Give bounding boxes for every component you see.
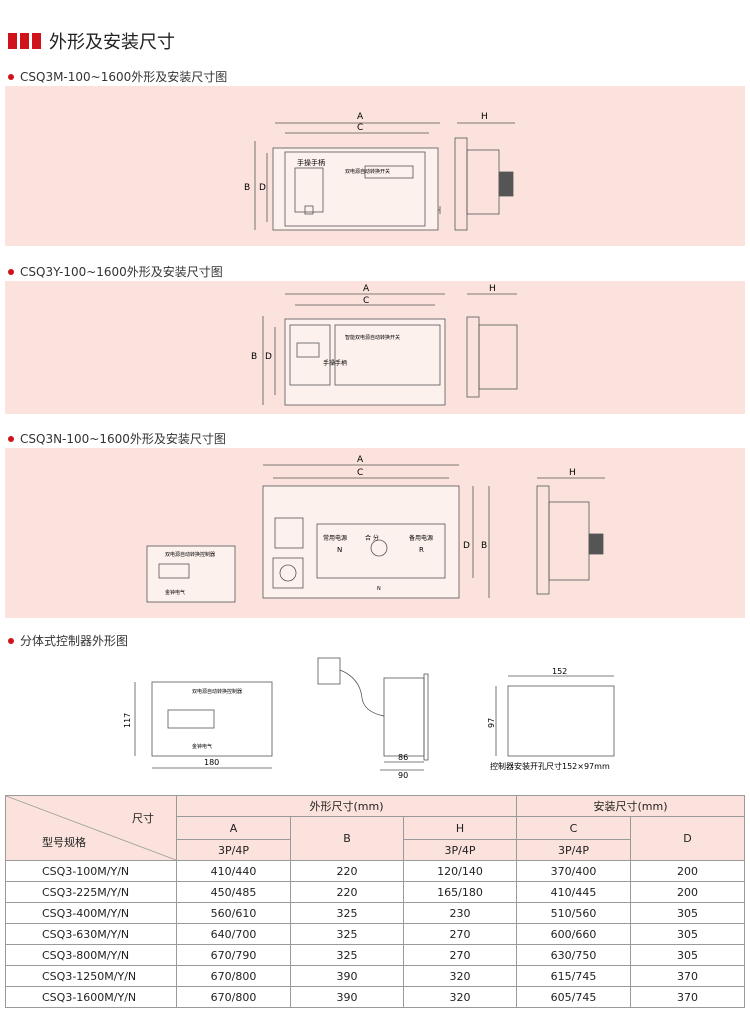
dim-117-label: 117 (123, 713, 132, 728)
dim-a-label: A (363, 284, 370, 294)
diagram-panel-csq3y: A C B D H 智能双电源自动转换开关 手操手柄 (5, 281, 745, 414)
dim-a-label: A (357, 455, 364, 465)
spec-table: 尺寸 型号规格 外形尺寸(mm) 安装尺寸(mm) A B H C D 3P/4… (5, 795, 745, 1008)
diagram-panel-csq3n: A C D B H 常用电源 备用电源 N R 合 分 双电源自动转换控制器 金… (5, 448, 745, 618)
handle-label: 手操手柄 (297, 158, 325, 167)
diagram-csq3y: A C B D H 智能双电源自动转换开关 手操手柄 (251, 284, 518, 406)
header-c: C (516, 816, 631, 840)
diagram-csq3m: A C B D H 手操手柄 双电源自动转换开关 (244, 112, 515, 231)
handle-label: 手操手柄 (323, 359, 347, 367)
brand-label: 金钟电气 (165, 589, 185, 596)
dim-h-label: H (481, 112, 488, 122)
header-outline: 外形尺寸(mm) (176, 795, 517, 817)
bullet-icon (8, 637, 14, 644)
header-a-sub: 3P/4P (176, 839, 291, 861)
controller-title-label: 双电源自动转换控制器 (165, 551, 215, 558)
diagram-panel-csq3m: A C B D H 手操手柄 双电源自动转换开关 (5, 86, 745, 246)
diagram-controller: 双电源自动转换控制器 金钟电气 117 180 86 90 152 97 控制器… (123, 657, 615, 780)
section-title-csq3y: CSQ3Y-100~1600外形及安装尺寸图 (8, 263, 223, 280)
section-title-controller: 分体式控制器外形图 (8, 632, 128, 649)
controller-title-label: 双电源自动转换控制器 (192, 688, 242, 695)
header-model: 型号规格 (42, 836, 86, 849)
dim-d-label: D (463, 541, 470, 551)
dim-a-label: A (357, 112, 364, 122)
dim-b-label: B (481, 541, 487, 551)
diagram-csq3n: A C D B H 常用电源 备用电源 N R 合 分 双电源自动转换控制器 金… (146, 455, 605, 603)
table-corner-cell: 尺寸 型号规格 (5, 795, 177, 861)
on-off-label: 合 分 (365, 534, 379, 542)
page-header: 外形及安装尺寸 (8, 28, 175, 54)
header-h-sub: 3P/4P (403, 839, 517, 861)
header-a: A (176, 816, 291, 840)
header-bars-icon (8, 33, 41, 49)
switch-title-label: 双电源自动转换开关 (345, 168, 390, 175)
dim-d-label: D (265, 352, 272, 362)
dim-180-label: 180 (204, 758, 219, 767)
header-b: B (290, 816, 404, 861)
header-c-sub: 3P/4P (516, 839, 631, 861)
backup-power-label: 备用电源 (409, 534, 433, 542)
page-title: 外形及安装尺寸 (49, 32, 175, 53)
cutout-caption: 控制器安装开孔尺寸152×97mm (490, 761, 610, 771)
dim-h-label: H (569, 468, 576, 478)
header-size: 尺寸 (132, 812, 154, 825)
r-label: R (419, 546, 424, 554)
dim-c-label: C (357, 468, 363, 478)
bullet-icon (8, 435, 14, 442)
dim-c-label: C (363, 296, 369, 306)
dim-97-label: 97 (487, 718, 496, 728)
bullet-icon (8, 73, 14, 80)
section-title-csq3n: CSQ3N-100~1600外形及安装尺寸图 (8, 430, 226, 447)
dim-c-label: C (357, 123, 363, 133)
normal-power-label: 常用电源 (323, 534, 347, 542)
dim-90-label: 90 (398, 771, 408, 780)
header-d: D (630, 816, 745, 861)
bullet-icon (8, 268, 14, 275)
dim-h-label: H (489, 284, 496, 294)
switch-title-label: 智能双电源自动转换开关 (345, 334, 400, 341)
header-h: H (403, 816, 517, 840)
dim-b-label: B (251, 352, 257, 362)
dim-152-label: 152 (552, 667, 567, 676)
section-title-csq3m: CSQ3M-100~1600外形及安装尺寸图 (8, 68, 227, 85)
header-install: 安装尺寸(mm) (516, 795, 745, 817)
dim-b-label: B (244, 183, 250, 193)
brand-label: 金钟电气 (192, 743, 212, 750)
n-label: N (337, 546, 342, 554)
dim-d-label: D (259, 183, 266, 193)
n-mark-label: N (377, 586, 381, 592)
dim-86-label: 86 (398, 753, 408, 762)
